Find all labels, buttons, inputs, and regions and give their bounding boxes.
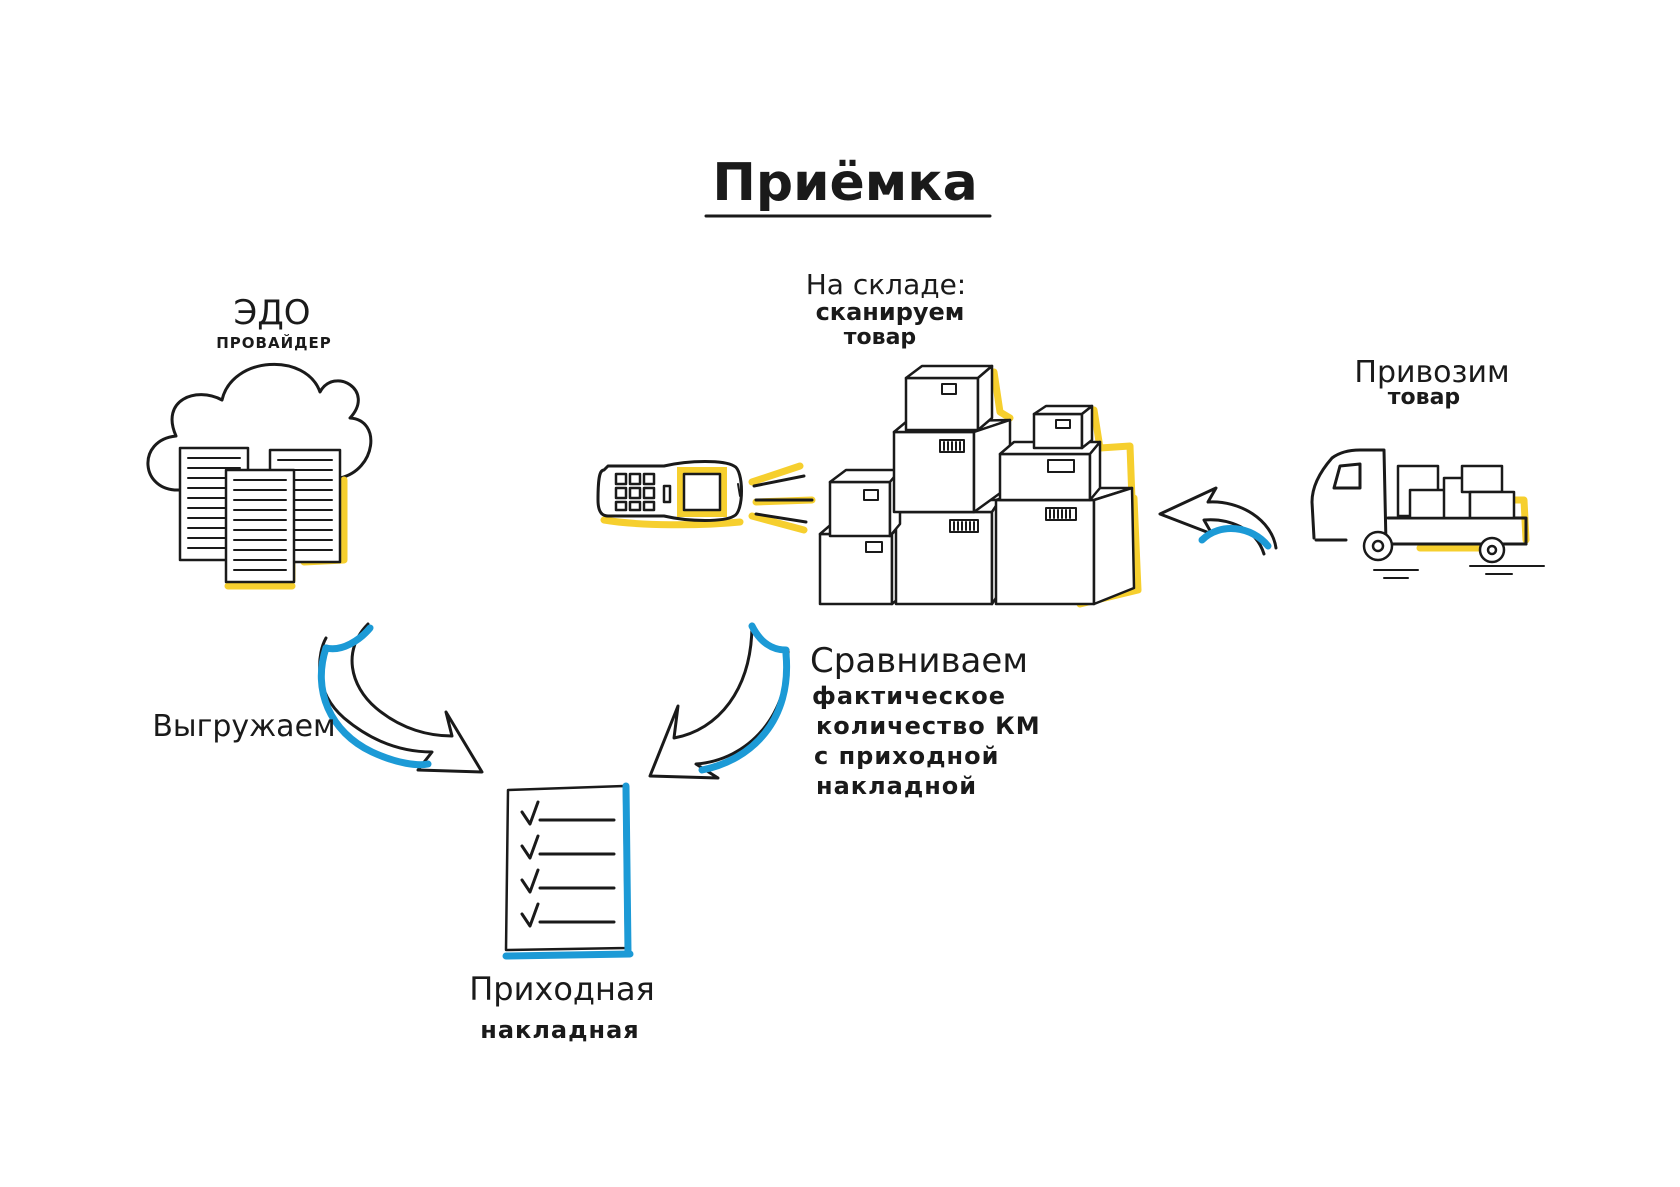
barcode-scanner-icon	[596, 460, 744, 529]
compare-line-4: с приходной	[814, 742, 999, 770]
unload-label: Выгружаем	[152, 709, 335, 744]
delivery-label: Привозим товар	[1354, 355, 1509, 410]
invoice-document-icon	[502, 782, 634, 960]
truck-icon	[1310, 448, 1545, 579]
compare-line-1: Сравниваем	[810, 641, 1028, 681]
cloud-icon	[146, 362, 373, 492]
edo-label: ЭДО	[233, 293, 310, 333]
arrow-left-icon	[1158, 486, 1278, 556]
server-icon	[224, 468, 296, 584]
page-title: Приёмка	[712, 153, 977, 213]
edo-provider-group: ЭДО ПРОВАЙДЕР	[146, 293, 373, 590]
warehouse-line-1: На складе:	[806, 268, 967, 301]
invoice-label: Приходная накладная	[469, 970, 655, 1044]
compare-line-5: накладной	[816, 772, 977, 800]
compare-line-3: количество КМ	[816, 712, 1041, 740]
arrow-down-right-icon	[317, 622, 484, 774]
warehouse-line-3: товар	[844, 325, 916, 350]
edo-sublabel: ПРОВАЙДЕР	[216, 333, 332, 352]
warehouse-label: На складе: сканируем товар	[806, 268, 967, 350]
warehouse-line-2: сканируем	[816, 298, 965, 326]
delivery-line-2: товар	[1388, 385, 1460, 410]
boxes-pile-icon	[818, 364, 1142, 608]
invoice-line-2: накладная	[480, 1016, 639, 1044]
compare-label: Сравниваем фактическое количество КМ с п…	[810, 641, 1041, 800]
arrow-down-left-icon	[648, 622, 791, 780]
invoice-line-1: Приходная	[469, 970, 655, 1008]
compare-line-2: фактическое	[812, 682, 1006, 710]
scan-beam-icon	[748, 462, 816, 534]
delivery-line-1: Привозим	[1354, 355, 1509, 390]
